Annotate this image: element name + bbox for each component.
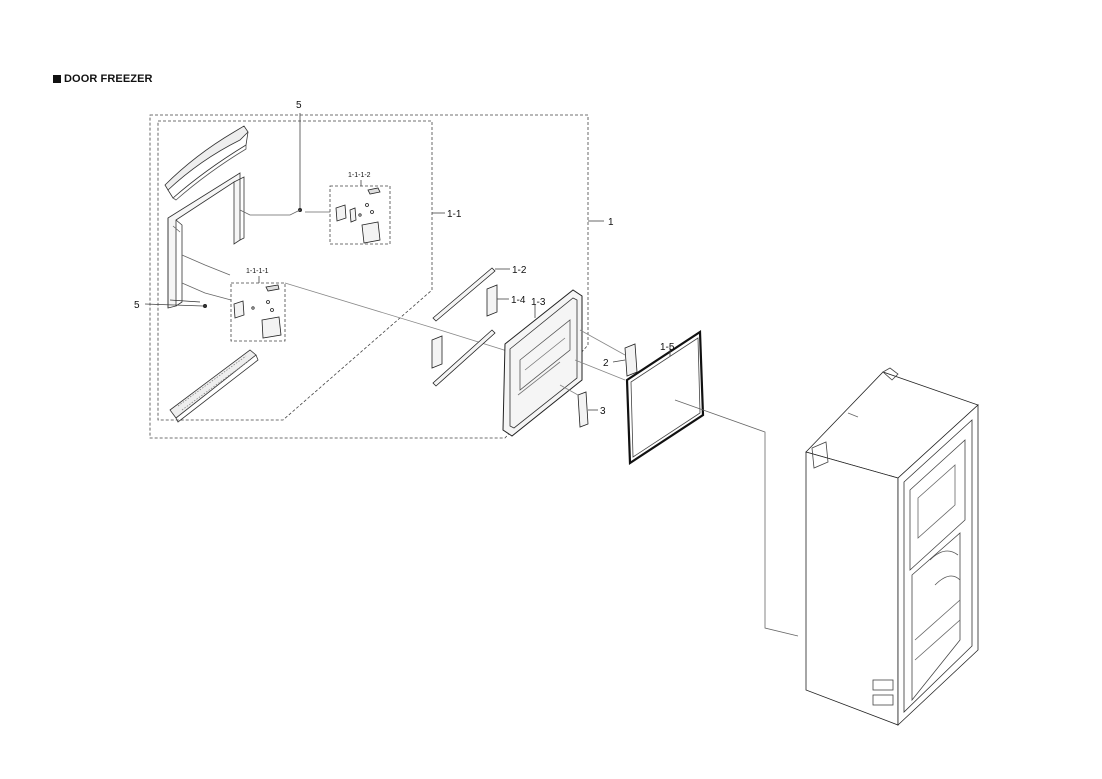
screw-5-top xyxy=(297,113,302,212)
subassembly-1-1-1-2-parts xyxy=(335,187,381,244)
header-square-icon xyxy=(53,75,61,83)
callout-1-1-1-1: 1-1-1-1 xyxy=(246,268,269,275)
part-1-4-bracket xyxy=(431,284,509,369)
callout-1-1-1-2: 1-1-1-2 xyxy=(348,172,371,179)
page-title: DOOR FREEZER xyxy=(64,73,153,85)
part-1-2-strip xyxy=(432,267,510,387)
callout-1-5: 1-5 xyxy=(660,342,675,353)
callout-5-left: 5 xyxy=(134,300,140,311)
subassembly-1-1-1-1-parts xyxy=(233,284,282,339)
part-3-hinge xyxy=(577,391,598,428)
door-handle-bottom xyxy=(169,349,259,423)
callout-1: 1 xyxy=(608,217,614,228)
assembly-1-1-boundary xyxy=(157,120,433,421)
screw-5-left xyxy=(144,303,207,308)
callout-2: 2 xyxy=(603,358,609,369)
part-2-hinge xyxy=(612,343,638,377)
callout-1-3: 1-3 xyxy=(531,297,546,308)
refrigerator-cabinet xyxy=(805,367,979,726)
section-header: DOOR FREEZER xyxy=(53,73,153,85)
callout-3: 3 xyxy=(600,406,606,417)
door-top-cap xyxy=(164,125,249,201)
callout-1-4: 1-4 xyxy=(511,295,526,306)
subassembly-1-1-1-1-box xyxy=(230,282,286,342)
callout-1-2: 1-2 xyxy=(512,265,527,276)
subassembly-1-1-1-2-box xyxy=(329,185,391,245)
part-1-3-door-liner xyxy=(502,289,583,437)
callout-1-1: 1-1 xyxy=(447,209,462,220)
callout-5-top: 5 xyxy=(296,100,302,111)
part-1-5-gasket xyxy=(625,330,705,465)
door-frame xyxy=(167,172,245,309)
